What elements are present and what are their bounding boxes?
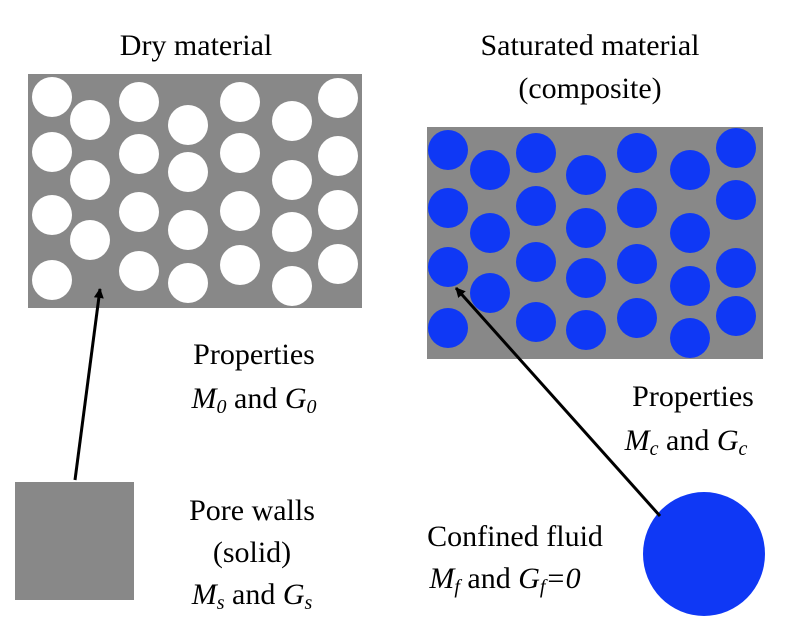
saturated-pore-circle [428, 130, 468, 170]
dry-pore-circle [220, 245, 260, 285]
dry-pore-circle [32, 77, 72, 117]
dry-pore-circle [70, 160, 110, 200]
dry-pore-circle [32, 260, 72, 300]
confined-fluid-circle [643, 492, 765, 616]
saturated-pore-circle [516, 133, 556, 173]
fluid-M-symbol: M [428, 562, 456, 595]
sat-M-subscript: c [650, 438, 659, 460]
solid-M-subscript: s [217, 592, 225, 614]
saturated-pore-circle [428, 247, 468, 287]
saturated-pore-circle [617, 298, 657, 338]
dry-pore-circle [220, 133, 260, 173]
dry-pore-circle [168, 263, 208, 303]
sat-M-symbol: M [624, 424, 652, 457]
dry-pore-circle [318, 136, 358, 176]
saturated-pore-circle [716, 128, 756, 168]
saturated-pore-circle [670, 266, 710, 306]
saturated-pore-circle [470, 213, 510, 253]
dry-pores-group [32, 77, 358, 306]
solid-and-text: and [225, 578, 283, 611]
saturated-pore-circle [617, 188, 657, 228]
saturated-pore-circle [670, 150, 710, 190]
fluid-G-value: =0 [545, 562, 580, 595]
saturated-pore-circle [716, 296, 756, 336]
dry-pore-circle [318, 244, 358, 284]
saturated-pore-circle [516, 186, 556, 226]
dry-pore-circle [168, 105, 208, 145]
solid-G-subscript: s [305, 592, 313, 614]
dry-pore-circle [119, 134, 159, 174]
sat-G-subscript: c [739, 438, 748, 460]
dry-pore-circle [70, 220, 110, 260]
confined-fluid-moduli: Mf and Gf=0 [428, 562, 580, 598]
dry-pore-circle [70, 100, 110, 140]
fluid-G-symbol: G [518, 562, 540, 595]
solid-to-pore-wall-arrow [73, 288, 104, 481]
saturated-pore-circle [428, 188, 468, 228]
saturated-pore-circle [617, 244, 657, 284]
dry-G-symbol: G [285, 382, 307, 415]
saturated-pore-circle [428, 308, 468, 348]
dry-M-symbol: M [191, 382, 219, 415]
saturated-material-subtitle: (composite) [518, 72, 661, 105]
saturated-pore-circle [516, 302, 556, 342]
solid-M-symbol: M [191, 578, 219, 611]
saturated-material-title: Saturated material [480, 29, 699, 62]
saturated-pore-circle [566, 155, 606, 195]
dry-pore-circle [119, 251, 159, 291]
dry-pore-circle [220, 191, 260, 231]
saturated-properties-moduli: Mc and Gc [624, 424, 748, 460]
dry-and-text: and [227, 382, 285, 415]
sat-and-text: and [659, 424, 717, 457]
dry-pore-circle [318, 78, 358, 118]
dry-pore-circle [272, 266, 312, 306]
saturated-pore-circle [566, 310, 606, 350]
pore-walls-moduli: Ms and Gs [191, 578, 313, 614]
fluid-and-text: and [460, 562, 518, 595]
dry-M-subscript: 0 [217, 396, 227, 418]
saturated-pore-circle [566, 208, 606, 248]
saturated-pore-circle [670, 213, 710, 253]
saturated-pores-group [428, 128, 756, 358]
dry-G-subscript: 0 [307, 396, 317, 418]
saturated-pore-circle [716, 180, 756, 220]
dry-pore-circle [272, 160, 312, 200]
saturated-pore-circle [670, 318, 710, 358]
fluid-G-subscript: f [540, 576, 548, 598]
saturated-properties-heading: Properties [632, 380, 754, 413]
sat-G-symbol: G [717, 424, 739, 457]
dry-pore-circle [119, 82, 159, 122]
dry-pore-circle [32, 132, 72, 172]
dry-pore-circle [32, 195, 72, 235]
saturated-pore-circle [470, 273, 510, 313]
dry-material-title: Dry material [120, 29, 272, 62]
dry-pore-circle [168, 152, 208, 192]
fluid-to-pore-arrow [454, 286, 662, 518]
saturated-pore-circle [716, 248, 756, 288]
saturated-pore-circle [617, 133, 657, 173]
confined-fluid-title: Confined fluid [427, 520, 603, 553]
dry-pore-circle [220, 82, 260, 122]
dry-pore-circle [272, 212, 312, 252]
dry-pore-circle [272, 101, 312, 141]
dry-pore-circle [318, 190, 358, 230]
fluid-M-subscript: f [454, 576, 462, 598]
pore-walls-title: Pore walls [189, 494, 315, 527]
solid-G-symbol: G [283, 578, 305, 611]
saturated-pore-circle [566, 258, 606, 298]
dry-pore-circle [168, 210, 208, 250]
dry-properties-moduli: M0 and G0 [191, 382, 317, 418]
dry-pore-circle [119, 192, 159, 232]
pore-walls-solid-square [15, 482, 134, 600]
dry-properties-heading: Properties [193, 338, 315, 371]
pore-walls-subtitle: (solid) [213, 536, 291, 569]
saturated-pore-circle [516, 242, 556, 282]
saturated-pore-circle [470, 150, 510, 190]
